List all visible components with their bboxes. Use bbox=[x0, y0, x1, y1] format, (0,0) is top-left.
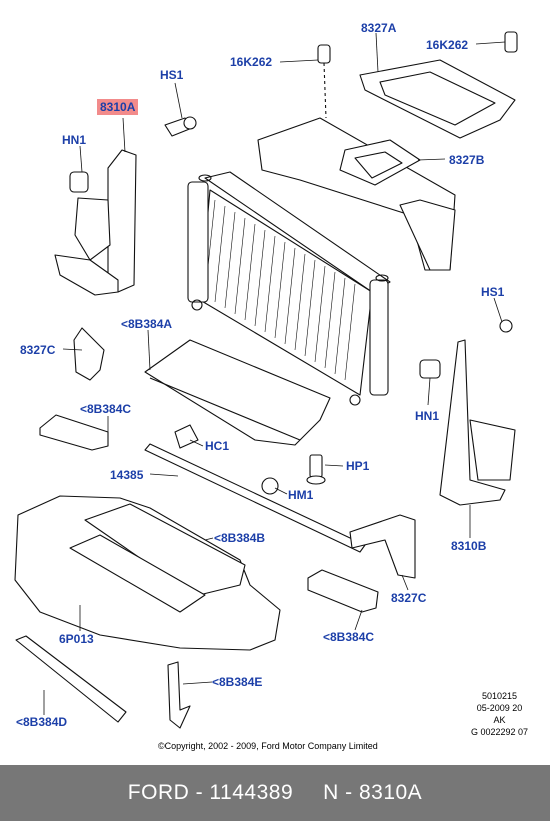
radiator-drawing bbox=[187, 171, 391, 406]
reference-line-3: AK bbox=[493, 715, 506, 725]
callout-8B384C-left[interactable]: <8B384C bbox=[80, 402, 132, 416]
leader-lines bbox=[43, 32, 506, 715]
callout-HM1[interactable]: HM1 bbox=[288, 488, 314, 502]
callout-8327C-left[interactable]: 8327C bbox=[20, 343, 56, 357]
callout-HP1[interactable]: HP1 bbox=[346, 459, 370, 473]
callout-8B384B[interactable]: <8B384B bbox=[214, 531, 266, 545]
callout-8B384D[interactable]: <8B384D bbox=[16, 715, 68, 729]
footer-diagram-number: N - 8310A bbox=[323, 781, 423, 804]
reference-line-1: 5010215 bbox=[481, 691, 517, 701]
callout-HC1[interactable]: HC1 bbox=[205, 439, 230, 453]
callout-16K262-right[interactable]: 16K262 bbox=[426, 38, 469, 52]
panel-8B384A-drawing bbox=[144, 339, 331, 446]
footer-part-reference: FORD - 1144389 bbox=[127, 781, 294, 804]
callout-8327A[interactable]: 8327A bbox=[361, 21, 397, 35]
copyright-notice: ©Copyright, 2002 - 2009, Ford Motor Comp… bbox=[158, 741, 378, 751]
exploded-view-drawing bbox=[14, 31, 518, 729]
fastener-HM1-HP1-drawing bbox=[261, 454, 326, 495]
deflector-8310B-drawing bbox=[419, 319, 516, 506]
part-number-footer: FORD - 1144389 N - 8310A bbox=[0, 765, 550, 821]
callout-8B384A[interactable]: <8B384A bbox=[121, 317, 173, 331]
callout-8327C-right[interactable]: 8327C bbox=[391, 591, 427, 605]
pad-8B384C-left-drawing bbox=[39, 414, 109, 451]
deflector-8310A-drawing bbox=[54, 149, 137, 296]
bracket-8327C-left-drawing bbox=[73, 327, 105, 381]
callout-HN1-right[interactable]: HN1 bbox=[415, 409, 440, 423]
parts-diagram: 8327A 16K262 16K262 HS1 8310A HN1 8327B … bbox=[14, 21, 528, 751]
callout-14385[interactable]: 14385 bbox=[110, 468, 144, 482]
callout-16K262-left[interactable]: 16K262 bbox=[230, 55, 273, 69]
screw-HS1-left-drawing bbox=[164, 116, 197, 137]
strip-8B384D-drawing bbox=[15, 635, 127, 723]
bracket-8327C-right-drawing bbox=[349, 514, 416, 579]
callout-8B384C-right[interactable]: <8B384C bbox=[323, 630, 375, 644]
callout-8327B[interactable]: 8327B bbox=[449, 153, 485, 167]
pad-8B384C-right-drawing bbox=[307, 569, 379, 613]
reference-line-2: 05-2009 20 bbox=[476, 703, 523, 713]
callout-8310B[interactable]: 8310B bbox=[451, 539, 487, 553]
callout-6P013[interactable]: 6P013 bbox=[59, 632, 94, 646]
undertray-6P013-drawing bbox=[14, 495, 281, 651]
diagram-reference-info: 5010215 05-2009 20 AK G 0022292 07 bbox=[471, 690, 528, 738]
callout-8B384E[interactable]: <8B384E bbox=[212, 675, 263, 689]
callout-8310A-highlighted[interactable]: 8310A bbox=[97, 99, 139, 115]
clip-HC1-drawing bbox=[174, 424, 199, 449]
callout-HS1-left[interactable]: HS1 bbox=[160, 68, 184, 82]
callout-HS1-right[interactable]: HS1 bbox=[481, 285, 505, 299]
reference-line-4: G 0022292 07 bbox=[470, 727, 528, 737]
bracket-8327A-drawing bbox=[359, 59, 516, 139]
shroud-8327B-drawing bbox=[257, 117, 456, 271]
clip-16K262-drawing bbox=[317, 31, 518, 119]
bracket-8B384E-drawing bbox=[167, 661, 191, 729]
callout-HN1-left[interactable]: HN1 bbox=[62, 133, 87, 147]
